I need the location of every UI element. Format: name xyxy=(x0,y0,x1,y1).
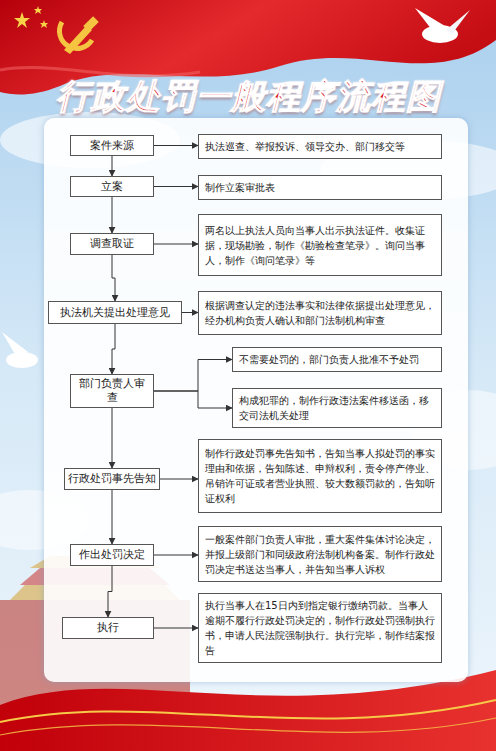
detail-box: 制作立案审批表 xyxy=(198,175,442,200)
flow-arrow xyxy=(112,255,115,301)
flow-arrow xyxy=(154,145,198,146)
red-ribbon xyxy=(0,670,496,751)
step-box: 执法机关提出处理意见 xyxy=(48,301,182,324)
flow-arrow xyxy=(154,391,232,408)
flow-arrow xyxy=(154,360,232,392)
detail-box: 两名以上执法人员向当事人出示执法证件。收集证据，现场勘验，制作《勘验检查笔录》。… xyxy=(198,214,442,276)
detail-box: 一般案件部门负责人审批，重大案件集体讨论决定，并报上级部门和同级政府法制机构备案… xyxy=(198,526,442,582)
step-box: 执行 xyxy=(62,617,154,639)
flow-arrow xyxy=(108,566,112,617)
dove-wing xyxy=(446,10,470,34)
flow-arrow xyxy=(182,312,198,313)
star xyxy=(40,20,48,28)
detail-text: 两名以上执法人员向当事人出示执法证件。收集证据，现场勘验，制作《勘验检查笔录》。… xyxy=(205,223,435,268)
dove-wing xyxy=(415,8,445,30)
detail-text: 不需要处罚的，部门负责人批准不予处罚 xyxy=(239,352,419,367)
flow-arrow xyxy=(154,244,198,245)
detail-box: 根据调查认定的违法事实和法律依据提出处理意见，经办机构负责人确认和部门法制机构审… xyxy=(198,291,442,335)
detail-box: 执行当事人在15日内到指定银行缴纳罚款。当事人逾期不履行行政处罚决定的，制作行政… xyxy=(198,593,442,663)
flow-arrow xyxy=(112,156,113,176)
flow-arrow xyxy=(154,186,198,187)
detail-text: 执行当事人在15日内到指定银行缴纳罚款。当事人逾期不履行行政处罚决定的，制作行政… xyxy=(205,598,435,658)
step-label: 案件来源 xyxy=(90,139,134,153)
detail-text: 根据调查认定的违法事实和法律依据提出处理意见，经办机构负责人确认和部门法制机构审… xyxy=(205,298,435,328)
dove-body xyxy=(6,352,38,368)
detail-text: 构成犯罪的，制作行政违法案件移送函，移交司法机关处理 xyxy=(239,393,435,423)
step-box: 部门负责人审查 xyxy=(70,374,154,408)
step-box: 作出处罚决定 xyxy=(70,544,154,566)
detail-text: 制作行政处罚事先告知书，告知当事人拟处罚的事实理由和依据，告知陈述、申辩权利，责… xyxy=(205,446,435,506)
star xyxy=(14,12,30,28)
detail-text: 制作立案审批表 xyxy=(205,180,275,195)
step-box: 行政处罚事先告知 xyxy=(64,468,160,490)
detail-text: 一般案件部门负责人审批，重大案件集体讨论决定，并报上级部门和同级政府法制机构备案… xyxy=(205,532,435,577)
detail-box: 制作行政处罚事先告知书，告知当事人拟处罚的事实理由和依据，告知陈述、申辩权利，责… xyxy=(198,439,442,513)
step-label: 执行 xyxy=(97,621,119,635)
step-label: 部门负责人审查 xyxy=(74,377,150,405)
step-label: 立案 xyxy=(101,180,123,194)
flow-arrow xyxy=(112,197,113,233)
detail-box: 构成犯罪的，制作行政违法案件移送函，移交司法机关处理 xyxy=(232,388,442,428)
step-box: 案件来源 xyxy=(70,135,154,156)
step-box: 调查取证 xyxy=(70,233,154,255)
step-label: 调查取证 xyxy=(90,237,134,251)
step-label: 执法机关提出处理意见 xyxy=(60,306,170,320)
step-label: 作出处罚决定 xyxy=(79,548,145,562)
flag-fold xyxy=(0,68,200,76)
star xyxy=(34,6,42,14)
detail-box: 执法巡查、举报投诉、领导交办、部门移交等 xyxy=(198,134,442,159)
step-label: 行政处罚事先告知 xyxy=(68,472,156,486)
gold-line xyxy=(0,718,496,735)
step-box: 立案 xyxy=(70,176,154,197)
flow-arrow xyxy=(154,628,198,629)
detail-text: 执法巡查、举报投诉、领导交办、部门移交等 xyxy=(205,139,405,154)
flow-arrow xyxy=(112,490,113,544)
emblem-hammer-head xyxy=(83,16,99,32)
flow-arrow xyxy=(160,479,198,480)
poster-title: 行政处罚一般程序流程图 xyxy=(0,74,496,120)
flow-arrow xyxy=(112,324,115,374)
gold-line xyxy=(0,700,496,722)
dove-wing xyxy=(2,332,28,356)
detail-box: 不需要处罚的，部门负责人批准不予处罚 xyxy=(232,347,442,372)
flow-arrow xyxy=(112,408,113,468)
flow-arrow xyxy=(154,555,198,556)
